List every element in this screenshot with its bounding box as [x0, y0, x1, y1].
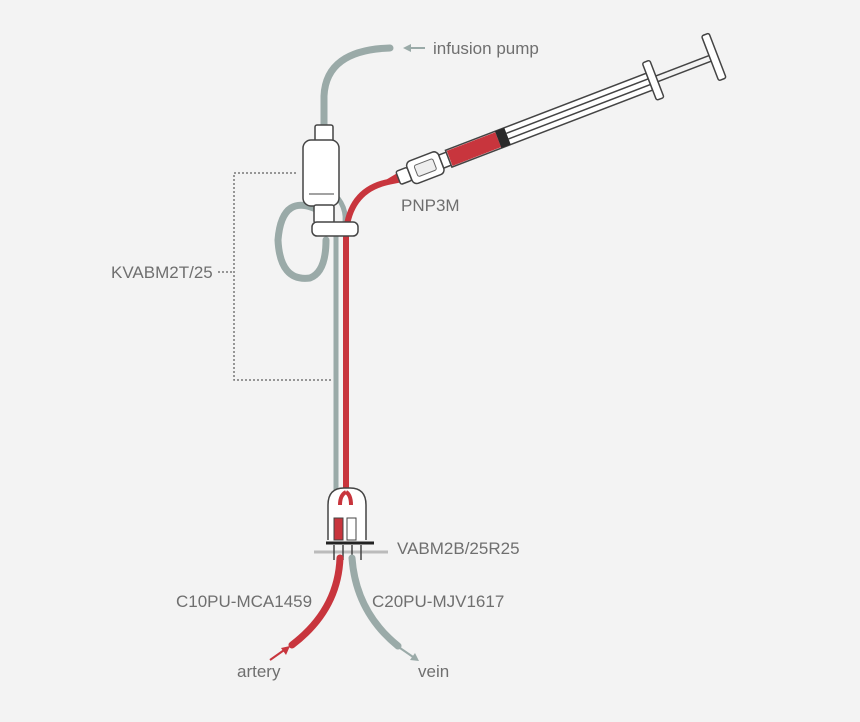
- vabm-label: VABM2B/25R25: [397, 539, 520, 558]
- artery-label: artery: [237, 662, 281, 681]
- clamp-connector: [311, 221, 359, 237]
- kvabm-bracket: [233, 172, 332, 381]
- pnp-label: PNP3M: [401, 196, 460, 215]
- artery-arrow: [269, 646, 290, 661]
- vein-tube: [348, 554, 402, 650]
- vein-arrow: [399, 647, 419, 661]
- kvabm-label: KVABM2T/25: [111, 263, 213, 282]
- infusion-pump-tube: [320, 44, 394, 132]
- gray-loop-tube: [274, 201, 330, 282]
- vein-label: vein: [418, 662, 449, 681]
- vabm-connector: [314, 487, 388, 560]
- syringe: [386, 32, 727, 185]
- infusion-pump-label: infusion pump: [433, 39, 539, 58]
- artery-tube: [288, 554, 344, 649]
- infusion-pump-arrow: [403, 44, 425, 52]
- c20-label: C20PU-MJV1617: [372, 592, 504, 611]
- c10-label: C10PU-MCA1459: [176, 592, 312, 611]
